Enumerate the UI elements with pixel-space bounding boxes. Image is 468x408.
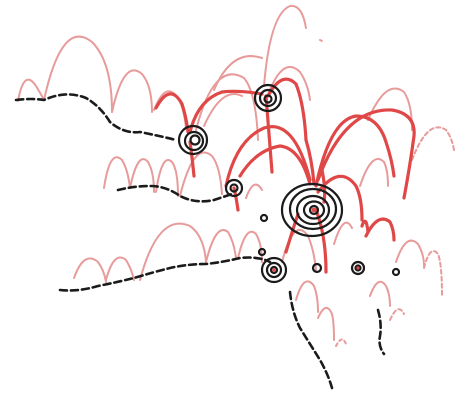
- light-arc: [360, 159, 388, 186]
- spiral-icon-top-left: [179, 126, 207, 154]
- light-arc: [266, 67, 310, 100]
- light-arc: [412, 127, 454, 160]
- light-arc: [214, 56, 262, 90]
- light-arc: [424, 251, 442, 296]
- light-arc: [74, 258, 106, 282]
- dashed-trail: [378, 310, 384, 354]
- red-arc: [362, 221, 368, 232]
- light-arc: [196, 74, 258, 140]
- red-dot: [312, 208, 317, 213]
- light-arc: [206, 230, 236, 262]
- light-arc: [154, 91, 186, 128]
- red-arc: [316, 116, 394, 186]
- spiral-icon-tiny-far-right: [393, 269, 399, 275]
- dashed-trail: [60, 258, 270, 291]
- red-arc: [318, 110, 414, 198]
- light-arc: [370, 282, 390, 306]
- dashed-trail: [290, 292, 332, 388]
- light-arc: [336, 339, 346, 346]
- red-arc: [156, 94, 188, 132]
- spiral-icon-upper: [255, 85, 281, 111]
- red-arc: [190, 142, 194, 176]
- red-dot: [272, 268, 276, 272]
- light-arc: [396, 241, 424, 266]
- red-dot: [356, 266, 359, 269]
- light-arc: [180, 152, 222, 196]
- light-arc: [390, 309, 404, 320]
- bottom-row-light-arcs: [74, 223, 442, 346]
- middle-row-light-arcs: [104, 152, 388, 198]
- red-arc: [366, 219, 394, 240]
- spiral-icon-tiny-mid: [313, 264, 321, 272]
- light-arc: [156, 160, 178, 196]
- strong-red-arcs: [156, 79, 414, 272]
- light-arc: [264, 6, 306, 86]
- light-arc: [320, 40, 324, 42]
- light-arc: [246, 185, 262, 198]
- light-arc: [296, 281, 318, 312]
- light-arc: [44, 37, 112, 112]
- light-arc: [318, 308, 334, 340]
- light-arc: [106, 258, 134, 281]
- top-row-light-arcs: [18, 6, 454, 160]
- red-arc: [266, 96, 272, 172]
- spiral-icon-tiny-left: [261, 215, 267, 221]
- light-arc: [140, 224, 206, 280]
- dashed-trail: [118, 186, 232, 201]
- light-arc: [104, 157, 130, 188]
- light-arc: [112, 70, 152, 112]
